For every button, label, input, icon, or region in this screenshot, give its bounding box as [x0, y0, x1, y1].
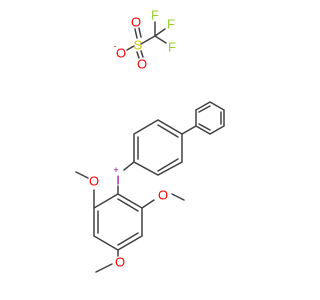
atom-o-methoxy-left: O — [89, 174, 99, 189]
bond-ome-bottom-methyl — [95, 263, 113, 273]
bond-ome-left-methyl — [75, 171, 89, 179]
ring-double-bond — [198, 123, 211, 131]
bond-s-cf3 — [140, 35, 156, 45]
ring-bonds — [133, 119, 183, 176]
atom-f: F — [151, 8, 159, 23]
trimethoxyphenyl-ring — [93, 193, 143, 251]
bond-s-o-bottom — [136, 51, 140, 59]
ring-double-bond — [198, 105, 211, 113]
phenyl-ring-inner — [133, 119, 183, 176]
bond-s-o-top-2 — [138, 27, 142, 38]
atom-o-sulfonyl-top: O — [131, 15, 141, 30]
bond-s-o-top — [134, 28, 138, 39]
ring-bonds — [195, 101, 225, 135]
ring-bonds — [93, 193, 143, 251]
atom-o-methoxy-right: O — [158, 188, 168, 203]
atom-o-methoxy-bottom: O — [115, 255, 125, 270]
chemical-structure: F F F S O - O O I + O O O — [75, 8, 225, 273]
atom-iodine: I — [116, 173, 120, 188]
bond-aryl-iodine — [123, 161, 135, 171]
ring-double-bond — [117, 198, 139, 212]
bond-s-o-anion — [126, 45, 135, 51]
atom-f: F — [167, 17, 175, 32]
atom-labels: F F F S O - O O I + O O O — [89, 8, 176, 270]
bond-ring-ome-right — [141, 199, 155, 209]
triflate-anion — [126, 21, 167, 59]
anion-charge: - — [114, 41, 117, 51]
atom-f: F — [168, 40, 176, 55]
bond-c-f2 — [154, 35, 167, 44]
atom-o-anion: O — [116, 46, 126, 61]
bond-s-o-bottom-2 — [140, 50, 144, 58]
bond-ome-right-methyl — [171, 193, 185, 201]
iodonium-charge: + — [113, 165, 118, 175]
phenyl-ring-terminal — [195, 101, 225, 135]
atom-o-sulfonyl-bottom: O — [137, 57, 147, 72]
atom-s: S — [134, 38, 143, 53]
ring-double-bond — [117, 232, 139, 246]
ring-double-bond — [157, 158, 179, 172]
bond-c-f3 — [154, 28, 166, 37]
ring-double-bond — [157, 124, 179, 138]
bond-biaryl — [181, 125, 197, 135]
